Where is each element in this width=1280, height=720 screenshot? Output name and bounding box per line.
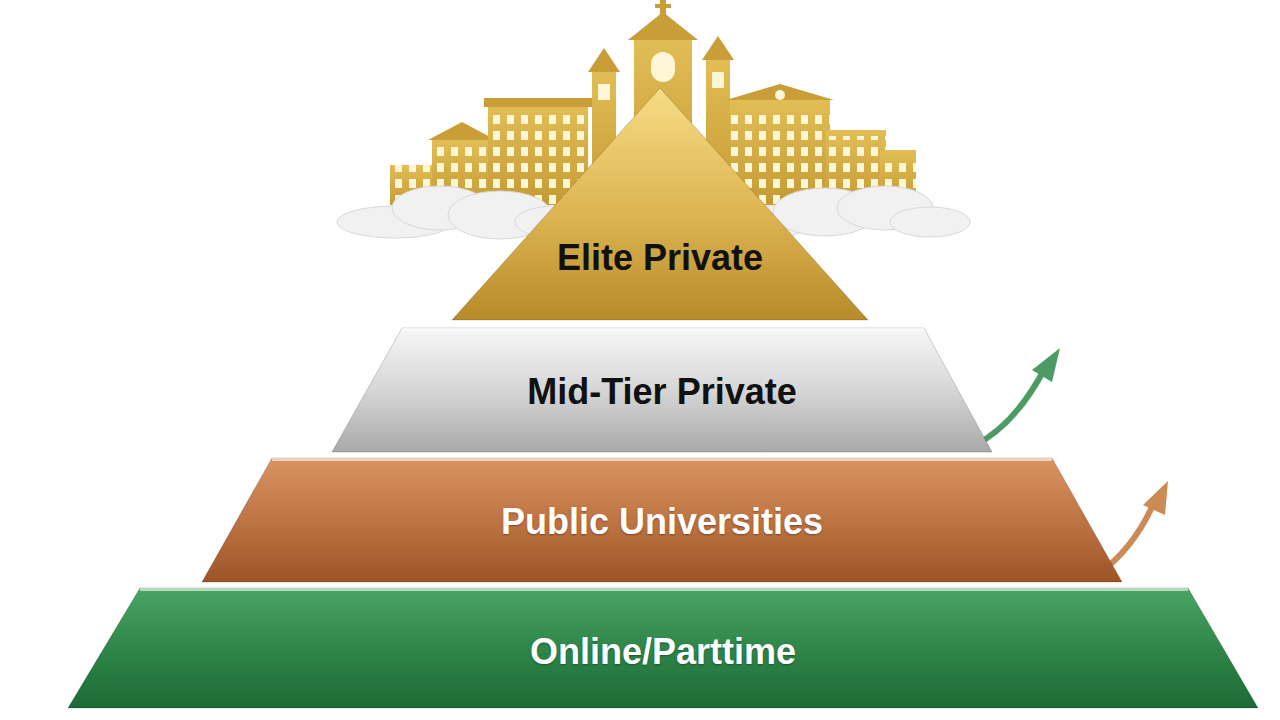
band-shape — [452, 88, 868, 320]
tier-label: Online/Parttime — [530, 632, 796, 672]
top-tier-triangle: Elite Private — [452, 88, 868, 320]
base-tier-band: Online/Parttime — [68, 588, 1258, 708]
tier-band: Mid-Tier Private — [332, 328, 992, 452]
tier-label: Elite Private — [557, 238, 763, 278]
tier-band: Public Universities — [202, 458, 1122, 582]
tier-label: Mid-Tier Private — [527, 372, 796, 412]
tier-label: Public Universities — [501, 502, 823, 542]
